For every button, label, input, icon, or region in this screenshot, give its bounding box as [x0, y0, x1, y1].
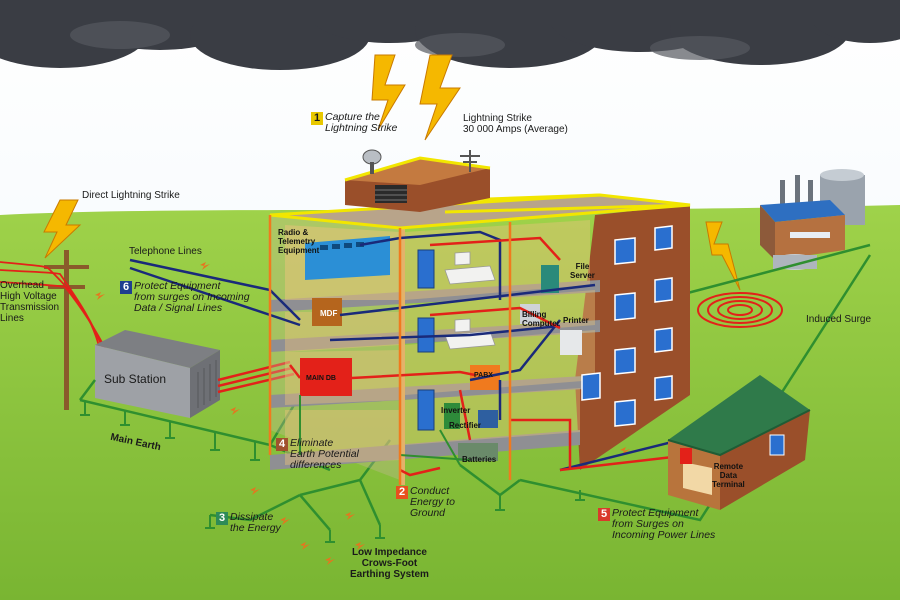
- remote-line-1: Remote: [713, 462, 744, 471]
- printer-box: [560, 330, 582, 355]
- radio-line-3: Equipment: [278, 246, 320, 255]
- crows-foot-line-1: Low Impedance: [351, 547, 427, 558]
- batteries-label: Batteries: [462, 455, 497, 464]
- overhead-line-4: Lines: [0, 313, 24, 324]
- mdf-box: [312, 298, 342, 326]
- remote-terminal-label: Remote Data Terminal: [712, 462, 745, 489]
- surge-spark-icons: [95, 262, 630, 565]
- step-number-1: 1: [311, 112, 323, 125]
- crows-foot-line-2: Crows-Foot: [361, 558, 418, 569]
- step-3-line-1: Dissipate: [230, 511, 274, 523]
- step-number-6: 6: [120, 281, 132, 294]
- overhead-line-1: Overhead: [0, 280, 44, 291]
- file-server-box: [541, 265, 559, 293]
- printer-label: Printer: [563, 316, 589, 325]
- rectifier-box: [478, 410, 498, 428]
- step-number-2: 2: [396, 486, 408, 499]
- crows-foot-label: Low Impedance Crows-Foot Earthing System: [350, 547, 429, 580]
- crows-foot-line-3: Earthing System: [350, 569, 429, 580]
- billing-line-1: Billing: [522, 310, 547, 319]
- lightning-strike-line-1: Lightning Strike: [463, 113, 532, 124]
- main-db-label: MAIN DB: [306, 375, 336, 382]
- step-2-line-1: Conduct: [410, 485, 450, 497]
- remote-terminal-hut: [667, 375, 811, 510]
- step-6-line-3: Data / Signal Lines: [134, 302, 223, 314]
- step-4-line-3: differences: [290, 459, 342, 471]
- inverter-label: Inverter: [441, 406, 471, 415]
- lightning-strike-line-2: 30 000 Amps (Average): [463, 124, 568, 135]
- file-server-label: File Server: [570, 262, 595, 280]
- direct-strike-label: Direct Lightning Strike: [82, 190, 180, 201]
- step-4-line-1: Eliminate: [290, 437, 334, 449]
- step-number-5: 5: [598, 508, 610, 521]
- step-number-3: 3: [216, 512, 228, 525]
- satellite-dish-icon: [362, 149, 382, 174]
- radio-line-1: Radio &: [278, 228, 309, 237]
- antenna-icon: [460, 150, 480, 172]
- step-2-line-2: Energy to: [410, 496, 455, 508]
- lightning-bolt-icon: [371, 54, 461, 141]
- main-building: [269, 156, 691, 485]
- sub-station: [95, 330, 220, 418]
- step-1-line-2: Lightning Strike: [325, 122, 398, 134]
- lightning-bolt-icon: [43, 199, 82, 259]
- pabx-label: PABX: [474, 372, 493, 379]
- step-4-line-2: Earth Potential: [290, 448, 359, 460]
- step-5-line-2: from Surges on: [612, 518, 684, 530]
- radio-telemetry-label: Radio & Telemetry Equipment: [278, 228, 319, 255]
- remote-line-3: Terminal: [712, 480, 745, 489]
- billing-line-2: Computer: [522, 319, 560, 328]
- down-conductors: [268, 215, 512, 485]
- telephone-lines-label: Telephone Lines: [129, 246, 202, 257]
- radio-line-2: Telemetry: [278, 237, 316, 246]
- step-6-line-1: Protect Equipment: [134, 280, 221, 292]
- power-feed: [217, 360, 295, 394]
- step-3-line-2: the Energy: [230, 522, 281, 534]
- overhead-lines-label: Overhead High Voltage Transmission Lines: [0, 280, 59, 324]
- earth-bonds-internal: [299, 395, 471, 466]
- surge-ripple-icon: [697, 292, 783, 328]
- induced-surge-label: Induced Surge: [806, 314, 872, 325]
- lightning-bolt-icon: [705, 221, 741, 291]
- step-5-line-3: Incoming Power Lines: [612, 529, 716, 541]
- main-db-box: [300, 358, 352, 396]
- batteries-box: [458, 443, 498, 461]
- factory: [760, 169, 865, 270]
- lightning-strike-label: Lightning Strike 30 000 Amps (Average): [463, 113, 568, 135]
- step-5-line-1: Protect Equipment: [612, 507, 699, 519]
- rectifier-label: Rectifier: [449, 421, 482, 430]
- sub-station-label: Sub Station: [104, 372, 167, 386]
- inverter-box: [444, 403, 460, 429]
- step-number-4: 4: [276, 438, 288, 451]
- remote-line-2: Data: [719, 471, 738, 480]
- step-2-line-3: Ground: [410, 507, 446, 519]
- mdf-label: MDF: [320, 309, 338, 318]
- file-server-line-2: Server: [570, 271, 595, 280]
- file-server-line-1: File: [575, 262, 590, 271]
- step-6-line-2: from surges on Incoming: [134, 291, 250, 303]
- overhead-line-2: High Voltage: [0, 291, 57, 302]
- billing-computer-label: Billing Computer: [522, 310, 560, 328]
- step-1-line-1: Capture the: [325, 111, 380, 123]
- overhead-line-3: Transmission: [0, 302, 60, 313]
- overhead-power-lines: [0, 250, 109, 410]
